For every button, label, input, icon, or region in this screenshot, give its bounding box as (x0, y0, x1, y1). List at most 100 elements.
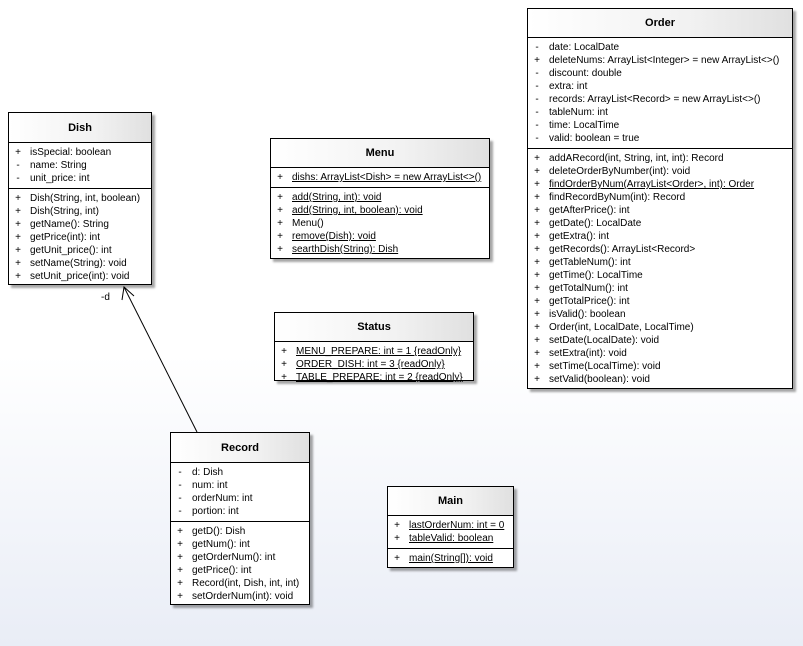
attribute-row[interactable]: +MENU_PREPARE: int = 1 {readOnly} (275, 345, 473, 358)
operation-row[interactable]: +getPrice(int): int (9, 231, 151, 244)
operation-row[interactable]: +getName(): String (9, 218, 151, 231)
visibility-marker: + (277, 205, 283, 216)
operation-row[interactable]: +setValid(boolean): void (528, 373, 792, 386)
operation-text: setExtra(int): void (549, 348, 627, 359)
operation-row[interactable]: +findRecordByNum(int): Record (528, 191, 792, 204)
operation-text: Dish(String, int, boolean) (30, 193, 141, 204)
operation-row[interactable]: +deleteOrderByNumber(int): void (528, 165, 792, 178)
attributes-compartment: +isSpecial: boolean-name: String-unit_pr… (9, 143, 151, 188)
operation-row[interactable]: +main(String[]): void (388, 552, 513, 565)
operation-row[interactable]: +getUnit_price(): int (9, 244, 151, 257)
operation-row[interactable]: +getTableNum(): int (528, 256, 792, 269)
attribute-row[interactable]: -date: LocalDate (528, 41, 792, 54)
attribute-row[interactable]: -d: Dish (171, 466, 309, 479)
attribute-row[interactable]: +deleteNums: ArrayList<Integer> = new Ar… (528, 54, 792, 67)
operation-row[interactable]: +getTotalNum(): int (528, 282, 792, 295)
operation-row[interactable]: + getAfterPrice(): int (528, 204, 792, 217)
operation-row[interactable]: +Dish(String, int) (9, 205, 151, 218)
attributes-compartment: +dishs: ArrayList<Dish> = new ArrayList<… (271, 168, 489, 187)
operation-row[interactable]: +searthDish(String): Dish (271, 243, 489, 256)
visibility-marker: + (394, 533, 400, 544)
attribute-text: deleteNums: ArrayList<Integer> = new Arr… (549, 55, 780, 66)
operation-row[interactable]: +Order(int, LocalDate, LocalTime) (528, 321, 792, 334)
attribute-row[interactable]: -extra: int (528, 80, 792, 93)
visibility-marker: + (534, 205, 540, 216)
operation-row[interactable]: +getNum(): int (171, 538, 309, 551)
operation-text: getOrderNum(): int (192, 552, 276, 563)
visibility-marker: - (535, 107, 539, 118)
attribute-text: name: String (30, 160, 87, 171)
attribute-row[interactable]: +ORDER_DISH: int = 3 {readOnly} (275, 358, 473, 371)
attribute-row[interactable]: -time: LocalTime (528, 119, 792, 132)
operation-row[interactable]: + getTotalPrice(): int (528, 295, 792, 308)
attribute-row[interactable]: -unit_price: int (9, 172, 151, 185)
operation-text: getAfterPrice(): int (549, 205, 630, 216)
operations-compartment: +main(String[]): void (388, 548, 513, 568)
visibility-marker: + (534, 257, 540, 268)
attribute-row[interactable]: -orderNum: int (171, 492, 309, 505)
attribute-row[interactable]: -tableNum: int (528, 106, 792, 119)
attribute-row[interactable]: -num: int (171, 479, 309, 492)
attribute-text: ORDER_DISH: int = 3 {readOnly} (296, 359, 445, 370)
operation-text: add(String, int): void (292, 192, 382, 203)
attribute-row[interactable]: -name: String (9, 159, 151, 172)
attribute-text: discount: double (549, 68, 622, 79)
operation-text: Order(int, LocalDate, LocalTime) (549, 322, 694, 333)
operation-row[interactable]: +setDate(LocalDate): void (528, 334, 792, 347)
operation-row[interactable]: +setExtra(int): void (528, 347, 792, 360)
class-order[interactable]: Order -date: LocalDate+deleteNums: Array… (527, 8, 793, 389)
operation-row[interactable]: +setName(String): void (9, 257, 151, 270)
visibility-marker: - (535, 42, 539, 53)
attribute-text: d: Dish (192, 467, 224, 478)
operation-row[interactable]: +setOrderNum(int): void (171, 590, 309, 603)
visibility-marker: + (534, 270, 540, 281)
attribute-row[interactable]: +tableValid: boolean (388, 532, 513, 545)
operation-row[interactable]: +Dish(String, int, boolean) (9, 192, 151, 205)
operation-row[interactable]: +add(String, int, boolean): void (271, 204, 489, 217)
attribute-row[interactable]: +lastOrderNum: int = 0 (388, 519, 513, 532)
operation-row[interactable]: +remove(Dish): void (271, 230, 489, 243)
visibility-marker: + (534, 283, 540, 294)
visibility-marker: + (534, 231, 540, 242)
visibility-marker: + (277, 244, 283, 255)
operation-row[interactable]: +getTime(): LocalTime (528, 269, 792, 282)
operation-text: addARecord(int, String, int, int): Recor… (549, 153, 724, 164)
operation-row[interactable]: +isValid(): boolean (528, 308, 792, 321)
visibility-marker: + (394, 520, 400, 531)
operation-row[interactable]: +setUnit_price(int): void (9, 270, 151, 283)
visibility-marker: + (177, 552, 183, 563)
class-dish[interactable]: Dish +isSpecial: boolean-name: String-un… (8, 112, 152, 285)
operation-row[interactable]: +getD(): Dish (171, 525, 309, 538)
attribute-row[interactable]: -records: ArrayList<Record> = new ArrayL… (528, 93, 792, 106)
operation-text: getRecords(): ArrayList<Record> (549, 244, 696, 255)
operation-row[interactable]: +setTime(LocalTime): void (528, 360, 792, 373)
attribute-row[interactable]: +dishs: ArrayList<Dish> = new ArrayList<… (271, 171, 489, 184)
operation-text: getTotalPrice(): int (549, 296, 630, 307)
operation-text: findOrderByNum(ArrayList<Order>, int): O… (549, 179, 755, 190)
operation-row[interactable]: +add(String, int): void (271, 191, 489, 204)
attribute-row[interactable]: +TABLE_PREPARE: int = 2 {readOnly} (275, 371, 473, 384)
operation-row[interactable]: +getDate(): LocalDate (528, 217, 792, 230)
operation-text: getName(): String (30, 219, 109, 230)
attribute-row[interactable]: -discount: double (528, 67, 792, 80)
visibility-marker: + (394, 553, 400, 564)
attribute-row[interactable]: +isSpecial: boolean (9, 146, 151, 159)
class-main[interactable]: Main +lastOrderNum: int = 0+tableValid: … (387, 486, 514, 568)
attribute-row[interactable]: -valid: boolean = true (528, 132, 792, 145)
operation-text: Record(int, Dish, int, int) (192, 578, 300, 589)
operation-row[interactable]: + Record(int, Dish, int, int) (171, 577, 309, 590)
attribute-row[interactable]: -portion: int (171, 505, 309, 518)
operation-row[interactable]: +getPrice(): int (171, 564, 309, 577)
operation-row[interactable]: + getOrderNum(): int (171, 551, 309, 564)
class-status[interactable]: Status +MENU_PREPARE: int = 1 {readOnly}… (274, 312, 474, 384)
operation-row[interactable]: +getExtra(): int (528, 230, 792, 243)
class-record[interactable]: Record -d: Dish-num: int-orderNum: int-p… (170, 432, 310, 605)
visibility-marker: + (177, 578, 183, 589)
operation-row[interactable]: +Menu() (271, 217, 489, 230)
class-menu[interactable]: Menu +dishs: ArrayList<Dish> = new Array… (270, 138, 490, 259)
visibility-marker: + (534, 296, 540, 307)
operation-row[interactable]: +addARecord(int, String, int, int): Reco… (528, 152, 792, 165)
operation-row[interactable]: +getRecords(): ArrayList<Record> (528, 243, 792, 256)
operation-row[interactable]: +findOrderByNum(ArrayList<Order>, int): … (528, 178, 792, 191)
